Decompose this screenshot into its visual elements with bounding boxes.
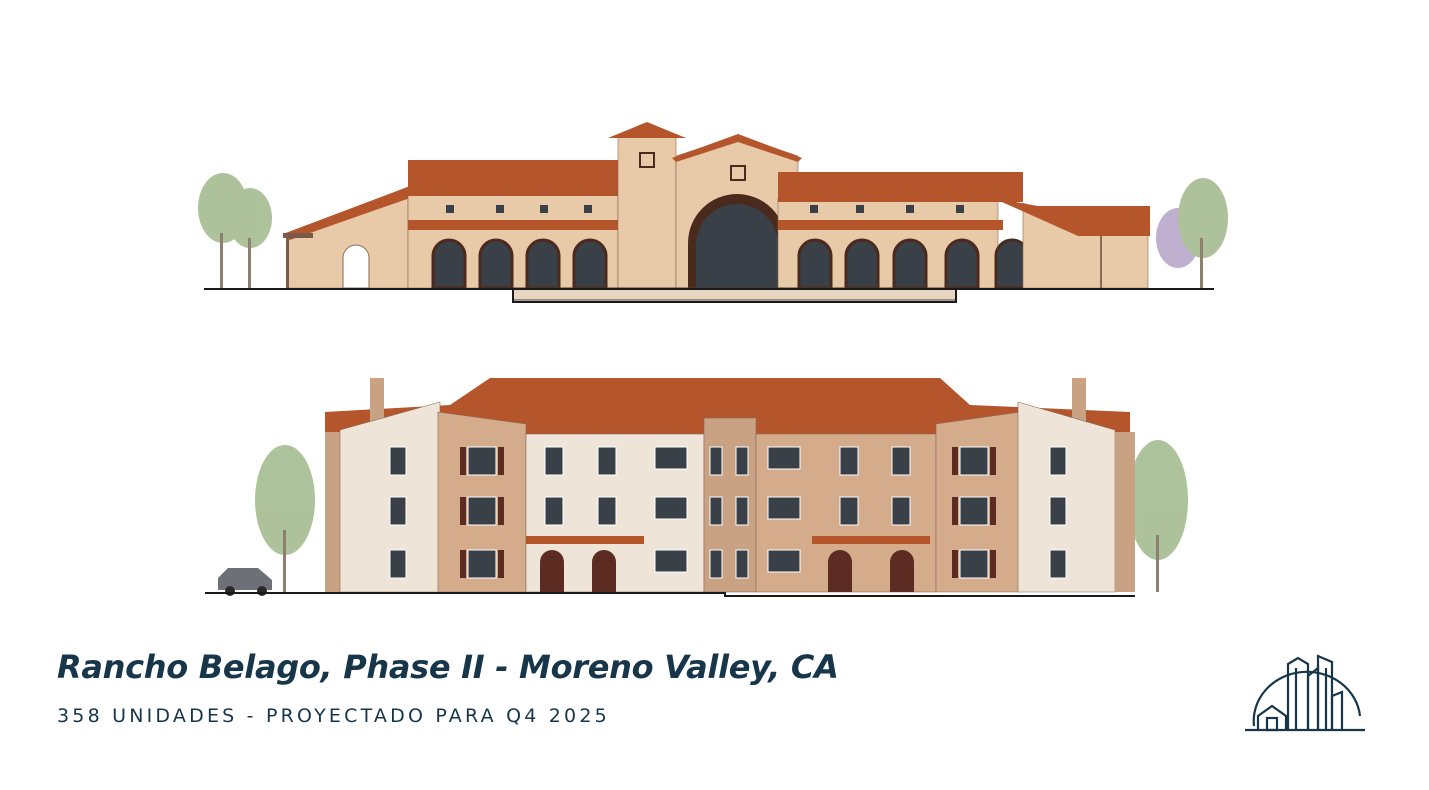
apartment-elevation-image	[205, 378, 1188, 597]
car	[218, 568, 272, 596]
window-grid	[389, 446, 1067, 579]
tree-right	[1156, 178, 1228, 289]
city-skyline-logo-icon	[1245, 654, 1365, 732]
clubhouse-elevation-image	[198, 122, 1228, 303]
tree-left	[198, 173, 272, 289]
project-subtitle: 358 UNIDADES - PROYECTADO PARA Q4 2025	[57, 705, 610, 727]
tree-right	[1128, 440, 1188, 592]
project-title: Rancho Belago, Phase II - Moreno Valley,…	[57, 648, 839, 686]
tree-left	[255, 445, 315, 592]
